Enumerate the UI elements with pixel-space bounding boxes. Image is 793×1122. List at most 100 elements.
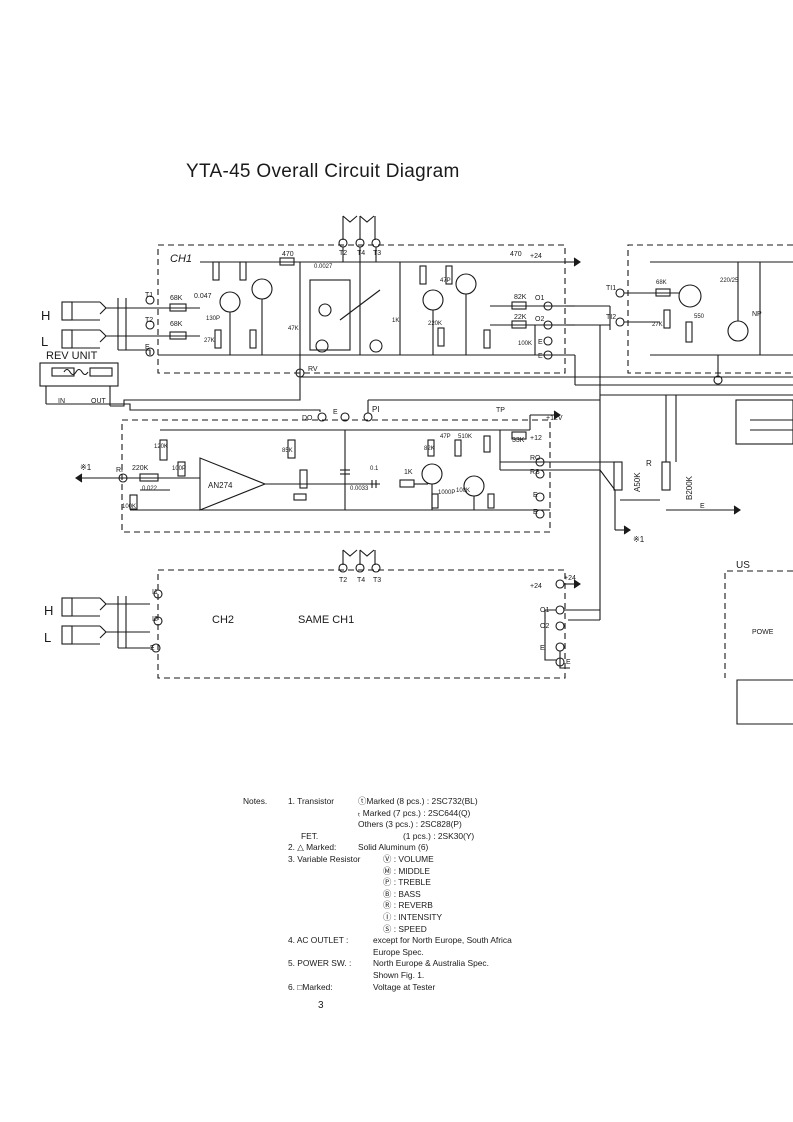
ch1-r82k: 82K (514, 294, 527, 301)
ch2-same: SAME CH1 (298, 614, 354, 626)
preamp-r100k-b: 100K (456, 488, 470, 494)
pa-ti2: TI2 (606, 314, 616, 321)
ch1-e-right-b: E (538, 353, 543, 360)
ch2-input-hi: H (44, 603, 53, 618)
ch2-o1: O1 (540, 607, 549, 614)
ch1-e-right-a: E (538, 339, 543, 346)
note-4-text: except for North Europe, South Africa (373, 935, 512, 946)
note-4b-text: Europe Spec. (373, 946, 424, 957)
note-fet-text: (1 pcs.) : 2SK30(Y) (403, 830, 475, 841)
note-2-text: Solid Aluminum (6) (358, 842, 429, 853)
rev-unit-label: REV UNIT (46, 350, 98, 362)
note-3c-text: Ⓟ : TREBLE (383, 877, 431, 888)
preamp-v12b: +12 (530, 435, 542, 442)
pa-r68k: 68K (656, 280, 667, 286)
preamp-ri: RI (116, 467, 123, 474)
note-6-label: 6. □Marked: (288, 981, 333, 992)
preamp-c00033: 0.0033 (350, 486, 369, 492)
ch2-e-right-a: E (540, 645, 545, 652)
page-title: YTA-45 Overall Circuit Diagram (186, 161, 460, 182)
note-3e-text: Ⓡ : REVERB (383, 900, 433, 911)
preamp-pi: PI (372, 405, 380, 414)
ch1-rv: RV (308, 366, 318, 373)
ch2-e-right-b: E (566, 659, 571, 666)
ch1-r27k: 27K (204, 338, 215, 344)
note-3a-text: Ⓥ : VOLUME (383, 853, 434, 864)
preamp-r82k: 82K (424, 446, 435, 452)
pot-b200k: B200K (685, 475, 694, 500)
ch1-r1k: 1K (392, 318, 399, 324)
ch2-v24b: +24 (564, 575, 576, 582)
us-box (724, 570, 793, 678)
note-5-text: North Europe & Australia Spec. (373, 958, 489, 969)
preamp-r510k: 510K (458, 434, 472, 440)
preamp-star1-out: ※1 (633, 535, 645, 544)
preamp-ro: RO (530, 455, 541, 462)
preamp-c47p: 47P (440, 434, 451, 440)
ch2-label: CH2 (212, 614, 234, 626)
preamp-v12: +12V (546, 415, 563, 422)
preamp-r33k: 33K (512, 437, 525, 444)
pa-ti1: TI1 (606, 285, 616, 292)
preamp-ic: AN274 (208, 481, 233, 490)
note-6-text: Voltage at Tester (373, 981, 436, 992)
power-amp-box (627, 244, 793, 374)
preamp-c1000p: 1000P (438, 490, 455, 496)
note-2-label: 2. △ Marked: (288, 842, 337, 853)
ch1-c47p: 47P (440, 278, 451, 284)
note-3d-text: Ⓑ : BASS (383, 888, 421, 899)
note-4-label: 4. AC OUTLET : (288, 935, 349, 946)
ch1-r470-b: 470 (510, 251, 522, 258)
notes-heading: Notes. (243, 796, 268, 806)
ch1-t4: T4 (357, 250, 365, 257)
ch1-t2: T2 (339, 250, 347, 257)
pa-r27k: 27K (652, 322, 663, 328)
ch2-input-lo: L (44, 630, 51, 645)
ch2-i2: I2 (152, 616, 158, 623)
preamp-do: DO (302, 415, 313, 422)
ch1-r68k-b: 68K (170, 321, 183, 328)
ch1-circuitry (150, 215, 581, 378)
rev-in-label: IN (58, 398, 65, 405)
preamp-rs: RS (530, 469, 540, 476)
ch1-o1: O1 (535, 295, 544, 302)
preamp-c01: 0.1 (370, 466, 379, 472)
ch1-c00027: 0.0027 (314, 264, 333, 270)
note-5b-text: Shown Fig. 1. (373, 969, 425, 980)
pa-r550: 550 (694, 314, 705, 320)
rev-out-label: OUT (91, 398, 107, 405)
ch1-input-lo: L (41, 334, 48, 349)
pot-reverb-mark: R (646, 459, 652, 468)
preamp-star1: ※1 (80, 463, 92, 472)
us-label: US (736, 560, 750, 571)
preamp-circuitry (75, 395, 741, 535)
note-5-label: 5. POWER SW. : (288, 958, 352, 969)
ch2-t2: T2 (339, 577, 347, 584)
ch2-t3: T3 (373, 577, 381, 584)
preamp-r100k: 100K (122, 504, 136, 510)
preamp-r85k: 85K (282, 448, 293, 454)
ch2-v24: +24 (530, 583, 542, 590)
preamp-e-out: E (700, 503, 705, 510)
preamp-r1k: 1K (404, 469, 413, 476)
note-1-label: 1. Transistor (288, 796, 335, 806)
ch1-r220k: 220K (428, 321, 442, 327)
ch1-r22k: 22K (514, 314, 527, 321)
note-3f-text: Ⓘ : INTENSITY (383, 911, 443, 922)
note-fet-label: FET. (301, 830, 319, 841)
ch1-t3: T3 (373, 250, 381, 257)
pa-np: NP (752, 311, 762, 318)
page-number: 3 (318, 1000, 324, 1011)
preamp-e: E (333, 409, 338, 416)
preamp-tp: TP (496, 407, 505, 414)
ch1-i1: T1 (145, 292, 153, 299)
ch1-r68k-a: 68K (170, 295, 183, 302)
note-1-text: ⓣMarked (8 pcs.) : 2SC732(BL) (358, 796, 478, 806)
us-power: POWE (752, 629, 774, 636)
note-1c-text: Others (3 pcs.) : 2SC828(P) (358, 819, 462, 830)
rev-unit-symbol (39, 362, 321, 412)
preamp-r220k: 220K (132, 465, 149, 472)
ch1-c0047: 0.047 (194, 293, 212, 300)
ch2-e-left: E (150, 645, 155, 652)
